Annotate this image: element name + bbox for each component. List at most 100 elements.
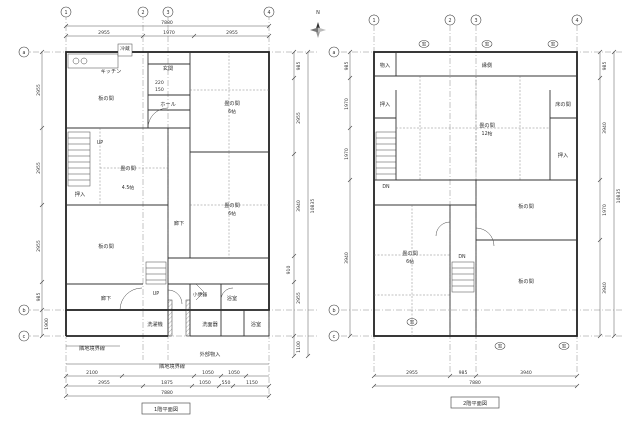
- kitchen-counter: [67, 43, 133, 69]
- floor1-axis-top: 1 2 3 4: [60, 6, 275, 18]
- dim-segment: 2955: [296, 112, 302, 124]
- room-wood-sw: 板の間: [98, 242, 114, 250]
- dim-segment: 985: [344, 62, 350, 71]
- room-storage: 物入: [380, 61, 390, 69]
- axis-label: 2: [448, 18, 451, 24]
- window-tag: 窓: [562, 343, 567, 350]
- floor2-window-tags: 窓 窓 窓 窓 窓 窓: [406, 40, 570, 350]
- dim-segment: 985: [296, 62, 302, 71]
- dim-segment: 1970: [602, 204, 608, 216]
- dim-overall: 7880: [469, 380, 481, 386]
- floor1-walls: [65, 51, 270, 337]
- boundary-line-label: 隣地境界線: [79, 344, 105, 352]
- floor2-dims-right: 985 3940 1970 10835 3940: [597, 49, 622, 339]
- room-outdoor-storage: 外部物入: [200, 350, 221, 358]
- floor1-tatami: [99, 52, 269, 258]
- room-veranda: 縁側: [482, 61, 492, 69]
- floor2-walls: [373, 51, 578, 337]
- stair-up-label: UP: [97, 140, 104, 146]
- floor2-dims-left: 985 1970 1970 3940: [344, 49, 353, 339]
- window-tag: 窓: [498, 343, 503, 350]
- window-tag: 窓: [551, 41, 556, 48]
- dim-segment: 3940: [520, 370, 532, 376]
- window-tag: 窓: [485, 41, 490, 48]
- floor1-dims-top: 7880 2955 1970 2955: [63, 20, 272, 39]
- room-oshiire-e: 押入: [558, 151, 568, 159]
- room-tokonoma: 床の間: [555, 100, 571, 108]
- dim-misc: 150: [155, 87, 164, 93]
- dim-segment: 2955: [406, 370, 418, 376]
- dim-segment: 1150: [246, 380, 258, 386]
- room-fridge: 冷蔵: [120, 45, 130, 52]
- boundary-line-label: 隣地境界線: [159, 362, 185, 370]
- dim-segment: 2955: [36, 240, 42, 252]
- room-tatami-center-size: 4.5帖: [122, 184, 135, 191]
- stair-down-label: DN: [382, 184, 390, 190]
- dim-segment: 1900: [44, 318, 50, 330]
- north-arrow-icon: N: [310, 10, 326, 38]
- room-entrance: 玄関: [163, 64, 173, 72]
- dim-overall: 7880: [161, 20, 173, 26]
- room-bath-2: 浴室: [251, 320, 261, 328]
- dim-segment: 2100: [86, 370, 98, 376]
- floor2-room-labels: 物入 縁側 押入 畳の間 12帖 床の間 押入 DN 板の間 畳の間 6帖 DN…: [380, 61, 571, 285]
- dim-segment: 985: [459, 370, 468, 376]
- dim-segment: 550: [222, 380, 231, 386]
- floor2-caption: 2階平面図: [463, 399, 487, 407]
- axis-label: a: [23, 51, 26, 56]
- dim-segment: 3940: [602, 122, 608, 134]
- floor2-dims-bottom: 2955 985 3940 7880: [371, 370, 580, 389]
- floor2-stairs: [375, 131, 475, 293]
- room-tatami-ne: 畳の間: [224, 100, 240, 107]
- room-oshiire: 押入: [75, 190, 85, 198]
- room-corridor-1: 廊下: [174, 219, 184, 227]
- dim-overall: 10835: [310, 199, 316, 214]
- room-tatami-big-size: 12帖: [482, 130, 493, 137]
- axis-label: b: [22, 308, 25, 314]
- floor2-axis-top: 1 2 3 4: [368, 14, 583, 26]
- room-tatami-sw-size: 6帖: [406, 258, 414, 265]
- floor1-axis-side: a b c: [18, 46, 30, 342]
- floor1-caption: 1階平面図: [154, 405, 178, 413]
- dim-segment: 2955: [36, 162, 42, 174]
- room-wood-nw: 板の間: [98, 94, 114, 102]
- floor1-dims-right: 985 2955 3940 10835 910 2955 1100: [286, 49, 316, 359]
- room-bath: 浴室: [227, 294, 237, 302]
- dim-segment: 3940: [296, 200, 302, 212]
- room-wood-se: 板の間: [518, 277, 534, 285]
- dim-segment: 3940: [344, 252, 350, 264]
- axis-label: 4: [575, 18, 578, 24]
- floor1-plan: 1 2 3 4 a b c 7880 2955 1970 2955: [18, 6, 318, 415]
- dim-segment: 2955: [36, 84, 42, 96]
- floor1-stairs: [67, 131, 167, 285]
- room-tatami-e-size: 6帖: [228, 210, 236, 217]
- axis-label: a: [333, 51, 336, 56]
- floor2-tatami: [374, 76, 550, 336]
- room-tatami-center: 畳の間: [120, 165, 136, 172]
- room-kitchen: キッチン: [101, 68, 122, 75]
- dim-segment: 2955: [98, 30, 110, 36]
- floor2-doors: [435, 221, 495, 247]
- axis-label: 3: [166, 10, 169, 16]
- north-label: N: [316, 10, 320, 16]
- axis-label: 1: [64, 10, 67, 16]
- floor1-doors: [119, 107, 234, 311]
- room-tatami-ne-size: 6帖: [228, 108, 236, 115]
- dim-segment: 910: [286, 266, 292, 275]
- axis-label: c: [23, 335, 26, 340]
- dim-segment: 2955: [98, 380, 110, 386]
- dim-overall: 10835: [616, 189, 622, 204]
- axis-label: b: [332, 308, 335, 314]
- room-wood-e: 板の間: [518, 202, 534, 210]
- axis-label: 3: [474, 18, 477, 24]
- room-corridor-2: 廊下: [101, 294, 111, 302]
- axis-label: 1: [372, 18, 375, 24]
- floor1-room-labels: キッチン 冷蔵 玄関 220 150 ホール 畳の間 6帖 板の間 UP 畳の間…: [75, 45, 261, 370]
- dim-segment: 1970: [344, 148, 350, 160]
- dim-segment: 1100: [296, 341, 302, 353]
- dim-segment: 1970: [163, 30, 175, 36]
- axis-label: 4: [267, 10, 270, 16]
- room-tatami-sw: 畳の間: [402, 250, 418, 257]
- dim-segment: 1050: [199, 380, 211, 386]
